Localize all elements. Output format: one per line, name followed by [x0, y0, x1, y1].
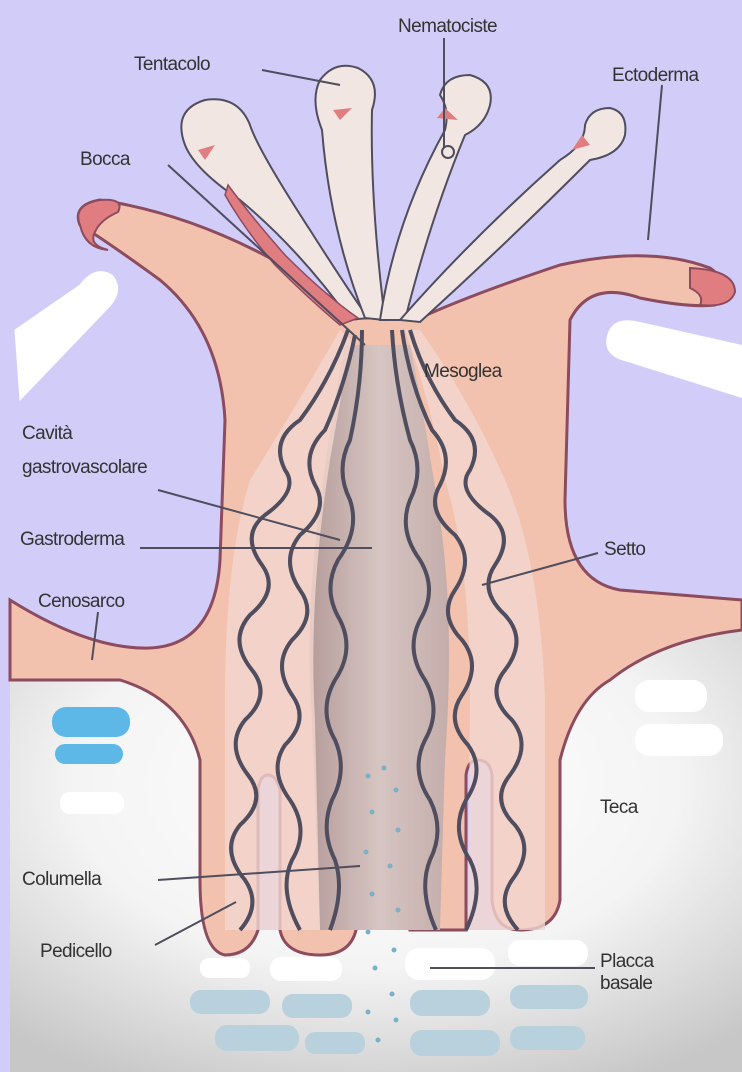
grey-rock [215, 1025, 299, 1051]
white-rock [200, 958, 250, 978]
white-rock [60, 792, 124, 814]
grey-rock [305, 1032, 365, 1054]
label-ectoderma: Ectoderma [612, 64, 698, 87]
neighbor-tentacle-left [15, 272, 118, 400]
label-bocca: Bocca [80, 148, 130, 171]
label-gastrovascolare: gastrovascolare [22, 456, 147, 479]
blue-rock [52, 707, 130, 737]
label-teca: Teca [600, 796, 638, 819]
label-cavita: Cavità [22, 422, 72, 445]
grey-rock [410, 1030, 500, 1056]
label-basale: basale [600, 972, 652, 995]
grey-rock [510, 1026, 585, 1050]
grey-rock [510, 985, 588, 1009]
label-tentacolo: Tentacolo [134, 53, 210, 76]
label-columella: Columella [22, 868, 101, 891]
blue-rock [55, 744, 123, 764]
grey-rock [190, 990, 270, 1014]
grey-rock [410, 990, 490, 1016]
label-mesoglea: Mesoglea [424, 360, 502, 383]
white-rock [270, 957, 342, 981]
white-rock [635, 724, 723, 756]
label-setto: Setto [604, 538, 645, 561]
white-rock [635, 680, 707, 712]
label-gastroderma: Gastroderma [20, 528, 124, 551]
white-rock [405, 948, 495, 980]
label-cenosarco: Cenosarco [38, 590, 124, 613]
neighbor-tentacle-right [606, 320, 742, 398]
label-nematociste: Nematociste [398, 15, 497, 38]
grey-rock [282, 994, 352, 1018]
label-pedicello: Pedicello [40, 940, 112, 963]
white-rock [508, 940, 588, 966]
label-placca: Placca [600, 950, 653, 973]
